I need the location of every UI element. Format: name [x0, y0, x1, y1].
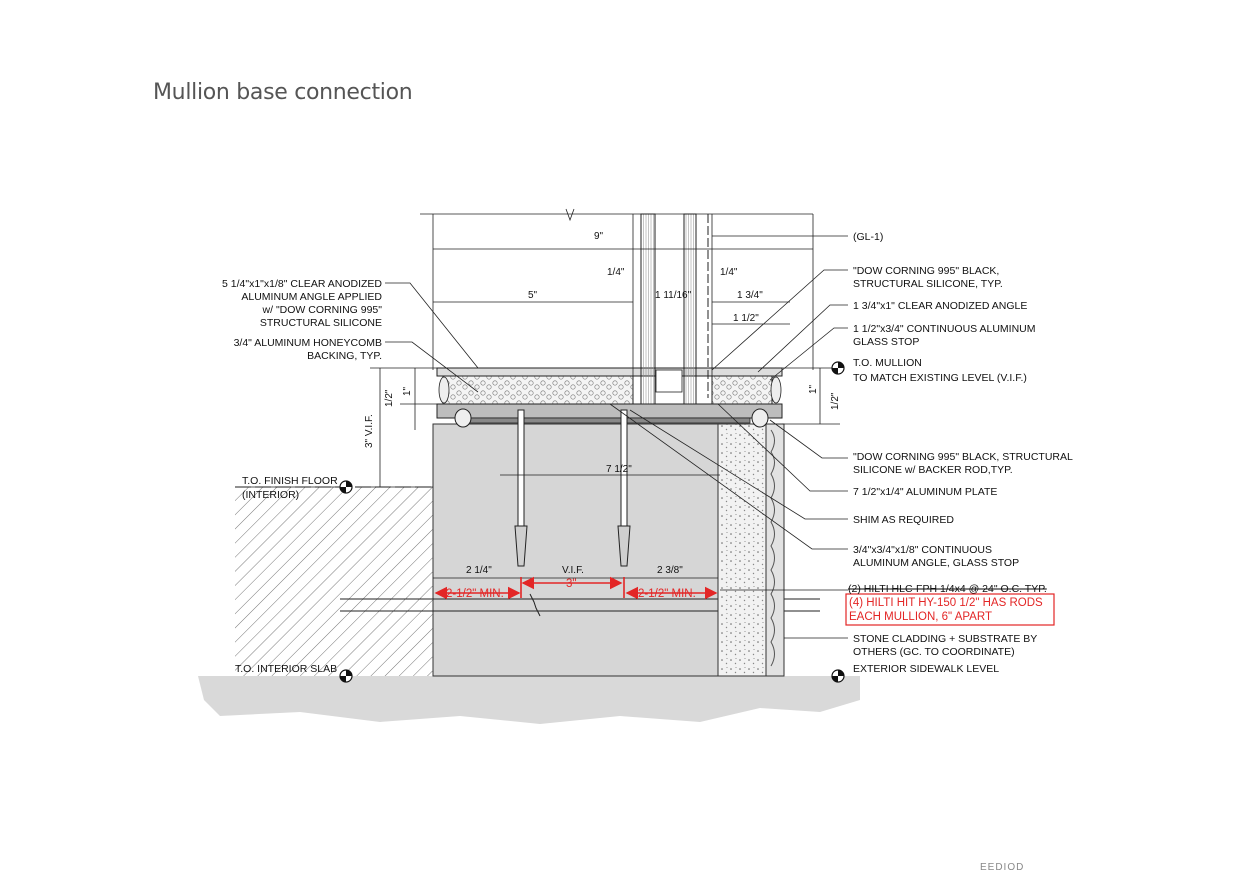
callout-clear-angle: 1 3/4"x1" CLEAR ANODIZED ANGLE — [853, 300, 1027, 312]
callout-finish-floor-2: (INTERIOR) — [242, 489, 299, 501]
level-marker-mullion — [831, 361, 845, 375]
footer-fragment: EEDIOD — [980, 862, 1025, 873]
dim-9: 9" — [594, 231, 604, 242]
dim-half-left: 1/2" — [384, 389, 395, 407]
level-marker-sidewalk — [831, 669, 845, 683]
callout-stone-1: STONE CLADDING + SUBSTRATE BY — [853, 633, 1037, 645]
callout-finish-floor-1: T.O. FINISH FLOOR — [242, 475, 338, 487]
callout-angle-stop-1: 3/4"x3/4"x1/8" CONTINUOUS — [853, 544, 992, 556]
dim-quarter-right: 1/4" — [720, 267, 738, 278]
stone-cladding — [717, 423, 785, 677]
callout-plate: 7 1/2"x1/4" ALUMINUM PLATE — [853, 486, 997, 498]
callout-angle-4: STRUCTURAL SILICONE — [260, 317, 382, 329]
callout-glass-stop-2: GLASS STOP — [853, 336, 919, 348]
dim-1-left: 1" — [402, 386, 413, 396]
dim-2-1-4: 2 1/4" — [466, 565, 492, 576]
callout-hilti-new-1: (4) HILTI HIT HY-150 1/2" HAS RODS — [849, 597, 1043, 609]
callout-angle-2: ALUMINUM ANGLE APPLIED — [241, 291, 382, 303]
dimension-labels: 9" 1/4" 1/4" 5" 1 11/16" 1 3/4" 1 1/2" 1… — [364, 231, 841, 576]
red-dim-middle: 3" — [566, 578, 576, 590]
dim-quarter-left: 1/4" — [607, 267, 625, 278]
page-title: Mullion base connection — [153, 80, 413, 105]
red-callout-box — [845, 593, 1055, 626]
callout-glass-stop-1: 1 1/2"x3/4" CONTINUOUS ALUMINUM — [853, 323, 1036, 335]
dim-2-3-8: 2 3/8" — [657, 565, 683, 576]
callout-angle-1: 5 1/4"x1"x1/8" CLEAR ANODIZED — [222, 278, 382, 290]
callout-shim: SHIM AS REQUIRED — [853, 514, 954, 526]
level-marker-finish-floor — [339, 480, 353, 494]
callout-backer-rod-1: "DOW CORNING 995" BLACK, STRUCTURAL — [853, 451, 1073, 463]
callout-backer-rod-2: SILICONE w/ BACKER ROD,TYP. — [853, 464, 1013, 476]
callout-interior-slab: T.O. INTERIOR SLAB — [235, 663, 337, 675]
callouts-right: (GL-1) "DOW CORNING 995" BLACK, STRUCTUR… — [848, 231, 1073, 675]
callout-honeycomb-1: 3/4" ALUMINUM HONEYCOMB — [234, 337, 382, 349]
red-dim-right: 2-1/2" MIN. — [638, 588, 696, 600]
callout-sidewalk: EXTERIOR SIDEWALK LEVEL — [853, 663, 999, 675]
callouts-left-levels: T.O. FINISH FLOOR (INTERIOR) T.O. INTERI… — [235, 475, 338, 675]
callout-stone-2: OTHERS (GC. TO COORDINATE) — [853, 646, 1015, 658]
callout-hilti-new-2: EACH MULLION, 6" APART — [849, 611, 992, 623]
callout-honeycomb-2: BACKING, TYP. — [307, 350, 382, 362]
callout-silicone-black-1: "DOW CORNING 995" BLACK, — [853, 265, 999, 277]
dim-1-1-2: 1 1/2" — [733, 313, 759, 324]
dim-7-1-2: 7 1/2" — [606, 464, 632, 475]
red-markup-dimensions — [434, 576, 718, 600]
mullion-base-assembly — [436, 367, 783, 428]
dim-5: 5" — [528, 290, 538, 301]
callout-silicone-black-2: STRUCTURAL SILICONE, TYP. — [853, 278, 1003, 290]
dim-1-11-16: 1 11/16" — [655, 290, 692, 301]
concrete-slab — [198, 423, 860, 724]
dim-1-right: 1" — [808, 384, 819, 394]
level-marker-interior-slab — [339, 669, 353, 683]
callout-angle-stop-2: ALUMINUM ANGLE, GLASS STOP — [853, 557, 1019, 569]
dim-vif-mid: V.I.F. — [562, 565, 584, 576]
anchor-rods — [514, 409, 631, 567]
dim-half-right: 1/2" — [830, 392, 841, 410]
dim-1-3-4: 1 3/4" — [737, 290, 763, 301]
callout-hilti-old: (2) HILTI HLC-FPH 1/4x4 @ 24" O.C. TYP. — [848, 583, 1047, 595]
callout-to-mullion-1: T.O. MULLION — [853, 357, 922, 369]
callouts-left: 5 1/4"x1"x1/8" CLEAR ANODIZED ALUMINUM A… — [222, 278, 382, 362]
callout-to-mullion-2: TO MATCH EXISTING LEVEL (V.I.F.) — [853, 372, 1027, 384]
interior-floor-hatch — [235, 487, 433, 676]
red-dim-left: 2-1/2" MIN. — [446, 588, 504, 600]
leader-lines — [235, 235, 848, 639]
dim-vif-left: 3" V.I.F. — [364, 414, 375, 448]
callout-gl1: (GL-1) — [853, 231, 883, 243]
red-dimension-labels: 2-1/2" MIN. 3" 2-1/2" MIN. — [446, 578, 696, 600]
callout-angle-3: w/ "DOW CORNING 995" — [262, 304, 383, 316]
